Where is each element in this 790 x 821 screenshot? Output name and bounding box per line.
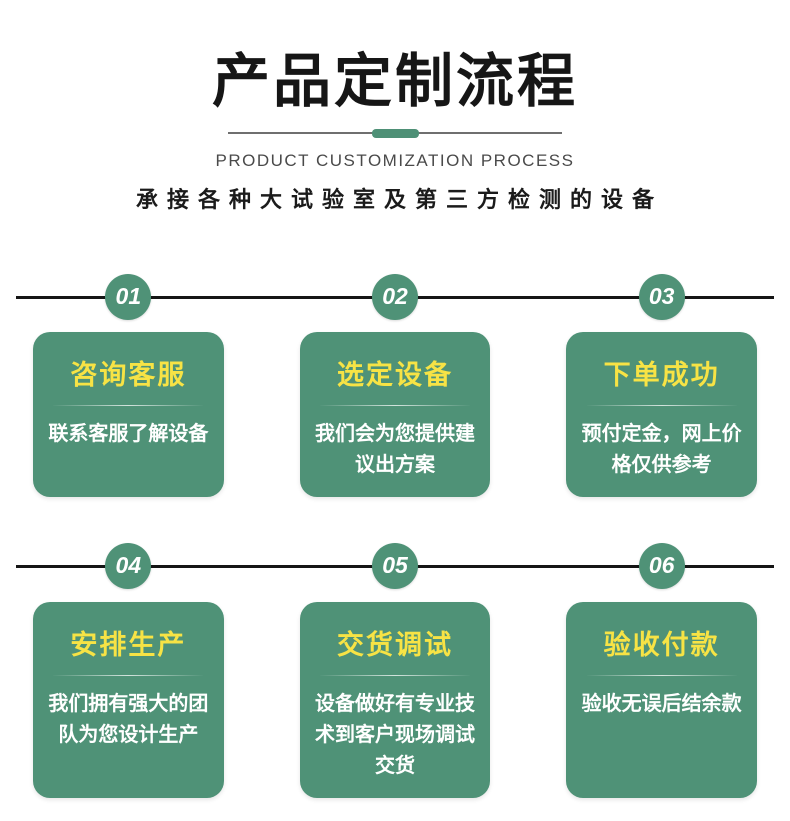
page-title: 产品定制流程 [211,49,578,114]
step-title: 下单成功 [603,359,720,390]
step-description: 验收无误后结余款 [581,692,742,715]
step-description: 我们会为您提供建议出方案 [314,422,475,476]
step-number: 03 [648,283,675,309]
step-badge-03: 03 [638,273,685,320]
step-cards-row-1: 咨询客服 联系客服了解设备 选定设备 我们会为您提供建议出方案 下单成功 预付定… [0,331,790,497]
step-description: 设备做好有专业技术到客户现场调试交货 [314,692,475,777]
step-cards-row-2: 安排生产 我们拥有强大的团队为您设计生产 交货调试 设备做好有专业技术到客户现场… [0,601,790,798]
step-title: 选定设备 [336,359,453,390]
step-title: 验收付款 [603,629,720,660]
step-card-03: 下单成功 预付定金，网上价格仅供参考 [566,331,757,497]
step-number: 04 [115,552,142,578]
step-number: 05 [382,552,408,578]
step-card-04: 安排生产 我们拥有强大的团队为您设计生产 [33,601,224,798]
step-card-05: 交货调试 设备做好有专业技术到客户现场调试交货 [299,601,491,798]
card-divider [319,674,471,676]
step-title: 咨询客服 [70,359,187,390]
step-number: 02 [382,283,408,309]
step-title: 交货调试 [336,629,453,660]
step-description: 我们拥有强大的团队为您设计生产 [48,692,209,746]
connector-row-1: 01 02 03 [0,273,790,320]
step-card-06: 验收付款 验收无误后结余款 [566,601,757,798]
subtitle-chinese: 承接各种大试验室及第三方检测的设备 [135,186,663,212]
step-description: 联系客服了解设备 [48,422,209,445]
step-card-01: 咨询客服 联系客服了解设备 [33,331,224,497]
step-badge-01: 01 [105,273,152,320]
divider-pill [372,129,419,138]
card-divider [319,404,471,406]
subtitle-english: PRODUCT CUSTOMIZATION PROCESS [215,150,575,170]
title-divider [228,129,562,138]
card-divider [53,404,204,406]
step-title: 安排生产 [70,629,187,660]
step-badge-06: 06 [638,542,685,589]
step-description: 预付定金，网上价格仅供参考 [581,422,742,476]
connector-row-2: 04 05 06 [0,542,790,589]
header: 产品定制流程 PRODUCT CUSTOMIZATION PROCESS 承接各… [0,0,790,214]
step-number: 06 [648,552,675,578]
step-number: 01 [115,283,142,309]
card-divider [586,674,737,676]
step-badge-04: 04 [105,542,152,589]
card-divider [53,674,204,676]
card-divider [586,404,737,406]
step-card-02: 选定设备 我们会为您提供建议出方案 [299,331,491,497]
step-badge-05: 05 [371,542,418,589]
step-badge-02: 02 [371,273,418,320]
